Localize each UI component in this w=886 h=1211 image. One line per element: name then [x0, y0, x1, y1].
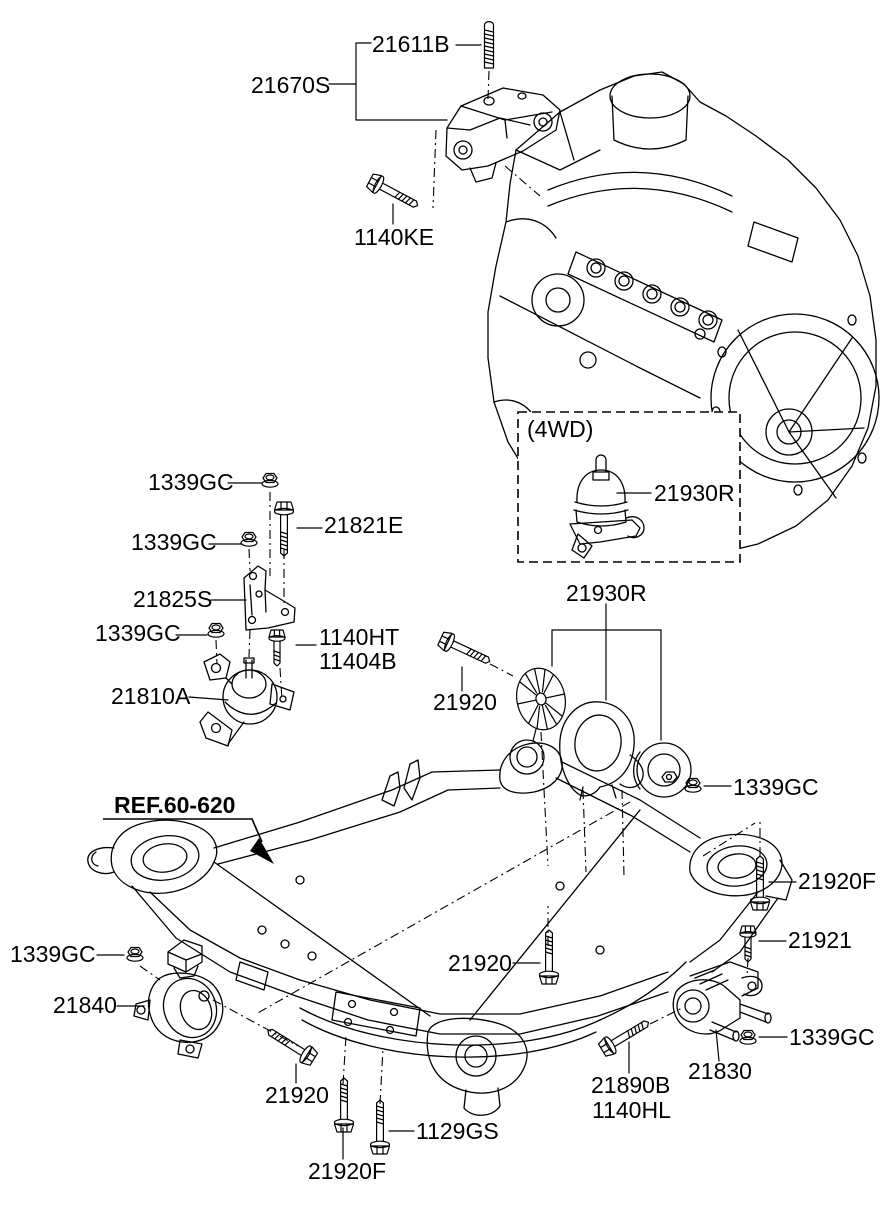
part-label-21810a: 21810A	[111, 683, 191, 709]
mount-21930r-4wd-drawing	[569, 454, 645, 559]
part-label-21670s: 21670S	[251, 72, 331, 98]
nut-1339gc-6	[739, 1029, 757, 1045]
part-label-21930r-4wd: 21930R	[654, 480, 735, 506]
part-label-21920-mid: 21920	[433, 689, 497, 715]
part-label-21890b: 21890B	[591, 1072, 671, 1098]
nut-1339gc-4	[684, 777, 702, 793]
stud-21611b	[483, 21, 495, 69]
damper-fan-drawing	[516, 667, 566, 742]
part-label-21930r: 21930R	[566, 580, 647, 606]
bolt-21920-center	[538, 929, 560, 985]
bracket-21670s-drawing	[445, 87, 561, 183]
mount-21930r-bracket-drawing	[559, 701, 644, 801]
bolt-1140ht	[268, 629, 286, 667]
assembly-axis-lines	[139, 70, 761, 1105]
bushing-21930r-drawing	[633, 742, 692, 798]
part-label-21920f-center: 21920F	[308, 1158, 387, 1184]
part-label-21611b: 21611B	[372, 31, 450, 57]
part-label-21920-left: 21920	[265, 1082, 329, 1108]
bolt-21890b	[596, 1013, 654, 1059]
group-label-4wd: (4WD)	[527, 416, 594, 442]
mount-21810a-drawing	[199, 653, 295, 747]
part-label-21840: 21840	[53, 992, 117, 1018]
part-label-1339gc-4: 1339GC	[733, 774, 819, 800]
mount-21840-drawing	[133, 939, 224, 1059]
part-label-21920-center: 21920	[448, 950, 512, 976]
part-label-1339gc-3: 1339GC	[95, 620, 181, 646]
part-label-1339gc-2: 1339GC	[131, 529, 217, 555]
part-label-1140ke: 1140KE	[354, 224, 435, 250]
part-label-11404b: 11404B	[319, 648, 397, 674]
fasteners	[126, 21, 771, 1155]
bolt-21920-mid	[436, 629, 495, 671]
part-label-1140hl: 1140HL	[592, 1097, 671, 1123]
bracket-21825s-drawing	[243, 565, 296, 631]
mount-21830-drawing	[672, 961, 772, 1042]
bolt-1129gs	[369, 1099, 391, 1155]
bolt-21920-left	[262, 1021, 320, 1068]
bolt-1140ke	[364, 171, 423, 215]
part-label-1129gs: 1129GS	[416, 1118, 499, 1144]
part-label-1339gc-6: 1339GC	[789, 1024, 875, 1050]
part-label-21821e: 21821E	[324, 512, 404, 538]
part-label-21830: 21830	[688, 1058, 752, 1084]
part-label-1339gc-5: 1339GC	[10, 941, 96, 967]
part-label-1339gc-1: 1339GC	[148, 469, 234, 495]
nut-1339gc-3	[207, 622, 225, 638]
ref-arrow	[103, 818, 274, 864]
part-label-1140ht: 1140HT	[319, 624, 400, 650]
nut-1339gc-5	[126, 946, 144, 962]
bolt-21920f-center	[333, 1077, 355, 1133]
subframe-drawing	[87, 739, 793, 1116]
leader-lines	[96, 42, 797, 1160]
nut-1339gc-1	[261, 472, 279, 488]
ref-label: REF.60-620	[114, 792, 236, 818]
part-label-21825s: 21825S	[133, 586, 213, 612]
nut-1339gc-2	[240, 531, 258, 547]
bolt-21921	[739, 925, 757, 963]
part-label-21921: 21921	[788, 927, 852, 953]
part-label-21920f-right: 21920F	[798, 868, 877, 894]
bolt-21821e	[273, 501, 295, 557]
